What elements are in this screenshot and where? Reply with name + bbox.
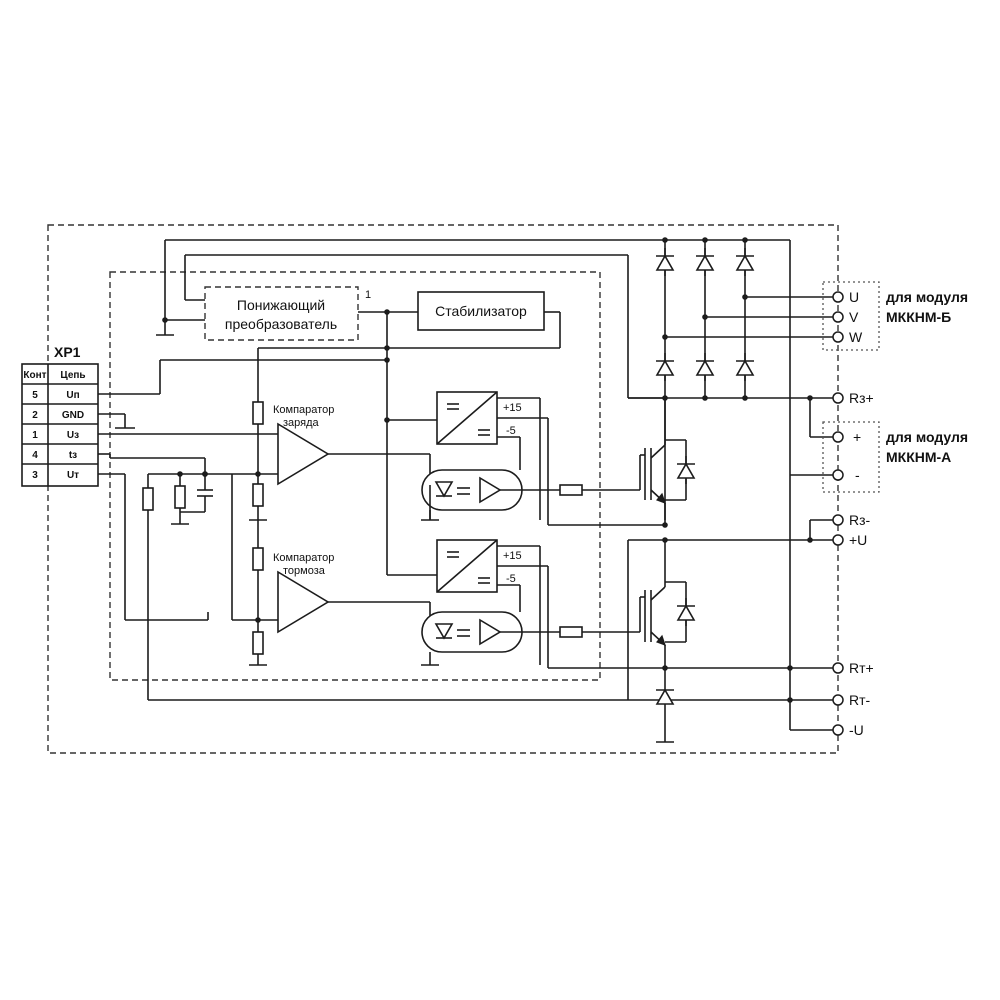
- input-filter-network: [142, 458, 278, 700]
- upper-igbt: [639, 398, 696, 528]
- terminal-plus-U-label: +U: [849, 532, 867, 548]
- terminal-Rz-plus-label: Rз+: [849, 390, 874, 406]
- terminal-W: [832, 331, 844, 343]
- module-b-label-1: для модуля: [886, 289, 968, 305]
- connector-header-circuit: Цепь: [60, 370, 85, 381]
- connector-circuit-5: Uт: [67, 470, 79, 481]
- outer-module-boundary: [47, 224, 839, 754]
- upper-dcdc-converter: [436, 391, 665, 526]
- top-wiring: [156, 239, 791, 730]
- connector-header-contact: Конт: [23, 370, 46, 381]
- terminal-U-label: U: [849, 289, 859, 305]
- upper-plus15-label: +15: [503, 402, 522, 414]
- terminal-minus-U-label: -U: [849, 722, 864, 738]
- connector-circuit-4: tз: [69, 450, 77, 461]
- connector-circuit-3: Uз: [67, 430, 79, 441]
- diode-bridge: [628, 237, 838, 520]
- terminal-V-label: V: [849, 309, 859, 325]
- connector-table: [21, 363, 99, 487]
- terminal-plus-label: +: [853, 429, 861, 445]
- terminal-Rt-minus-label: Rт-: [849, 692, 871, 708]
- supply-wiring: [257, 309, 561, 576]
- terminal-Rz-minus-label: Rз-: [849, 512, 871, 528]
- step-down-converter-line1: Понижающий: [237, 297, 325, 313]
- power-rails: [148, 398, 838, 743]
- stabilizer-label: Стабилизатор: [435, 303, 527, 319]
- control-board-boundary: [109, 271, 601, 681]
- lower-minus5-label: -5: [506, 573, 516, 585]
- terminal-minus-U: [832, 724, 844, 736]
- step-down-converter-mark: 1: [365, 289, 371, 301]
- upper-optocoupler: [421, 469, 640, 521]
- connector-contact-2: 2: [32, 410, 38, 421]
- brake-comparator-label-2: тормоза: [283, 565, 326, 577]
- lower-plus15-label: +15: [503, 550, 522, 562]
- module-a-label-1: для модуля: [886, 429, 968, 445]
- connector-contact-4: 4: [32, 450, 38, 461]
- connector-contact-5: 3: [32, 470, 38, 481]
- lower-dcdc-converter: [436, 539, 838, 669]
- step-down-converter-block: [204, 286, 359, 341]
- connector-wiring: [98, 357, 390, 621]
- connector-circuit-2: GND: [62, 410, 84, 421]
- connector-contact-3: 1: [32, 430, 38, 441]
- terminal-Rz-minus: [832, 514, 844, 526]
- upper-minus5-label: -5: [506, 425, 516, 437]
- terminal-minus: [832, 469, 844, 481]
- module-b-label-2: МККНМ-Б: [886, 309, 951, 325]
- terminal-minus-label: -: [855, 467, 860, 483]
- connector-name: XP1: [54, 344, 81, 360]
- step-down-converter-line2: преобразователь: [225, 316, 337, 332]
- stabilizer-block: [417, 291, 545, 331]
- lower-optocoupler: [421, 611, 640, 666]
- terminal-Rz-plus: [832, 392, 844, 404]
- terminal-plus: [832, 431, 844, 443]
- lower-igbt: [639, 540, 696, 671]
- module-a-label-2: МККНМ-А: [886, 449, 951, 465]
- module-a-box: [822, 421, 880, 493]
- terminal-plus-U: [832, 534, 844, 546]
- terminal-Rt-plus-label: Rт+: [849, 660, 874, 676]
- module-b-box: [822, 281, 880, 351]
- terminal-Rt-plus: [832, 662, 844, 674]
- charge-comparator-label-1: Компаратор: [273, 404, 334, 416]
- charge-comparator-label-2: заряда: [283, 417, 320, 429]
- connector-circuit-1: Uп: [66, 390, 79, 401]
- connector-contact-1: 5: [32, 390, 38, 401]
- terminal-V: [832, 311, 844, 323]
- terminal-Rt-minus: [832, 694, 844, 706]
- terminal-U: [832, 291, 844, 303]
- brake-comparator-label-1: Компаратор: [273, 552, 334, 564]
- charge-comparator: [249, 370, 431, 521]
- brake-comparator: [249, 520, 431, 666]
- terminal-W-label: W: [849, 329, 863, 345]
